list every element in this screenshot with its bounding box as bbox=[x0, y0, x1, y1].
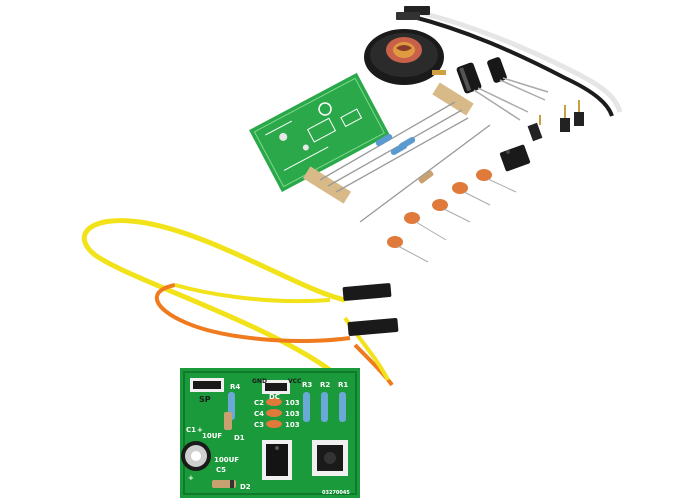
label-gnd: GND bbox=[252, 378, 267, 385]
cap-code-2: 103 bbox=[285, 410, 300, 418]
yellow-orange-wires bbox=[81, 218, 399, 387]
label-c3: C3 bbox=[254, 421, 264, 429]
ic-and-headers bbox=[499, 100, 584, 172]
label-d1: D1 bbox=[234, 434, 245, 442]
jumper-wire-top bbox=[396, 6, 623, 117]
label-c5-value: 100UF bbox=[214, 456, 239, 464]
label-c2: C2 bbox=[254, 399, 264, 407]
label-c1-value: 10UF bbox=[202, 432, 222, 440]
label-c5: C5 bbox=[216, 466, 226, 474]
loose-diode bbox=[359, 124, 491, 223]
board-code: 03270045 bbox=[322, 490, 350, 496]
cap-code-1: 103 bbox=[285, 399, 300, 407]
label-vcc: VCC bbox=[288, 378, 302, 385]
ceramic-capacitors bbox=[387, 169, 517, 263]
bare-pcb bbox=[249, 72, 390, 192]
label-plus-c1: + bbox=[197, 426, 203, 434]
label-sp: SP bbox=[199, 395, 211, 404]
label-r1: R1 bbox=[338, 381, 348, 389]
label-c1: C1 bbox=[186, 426, 196, 434]
assembled-pcb: SP R4 GND VCC DC R3 R2 R1 C2 C4 C3 103 1… bbox=[180, 368, 360, 498]
label-dc: DC bbox=[269, 393, 280, 401]
label-r3: R3 bbox=[302, 381, 312, 389]
label-r4: R4 bbox=[230, 383, 240, 391]
label-plus-c5: + bbox=[188, 474, 194, 482]
resistor-strip bbox=[302, 82, 474, 204]
label-d2: D2 bbox=[240, 483, 251, 491]
loose-electrolytic-capacitors bbox=[456, 57, 549, 121]
speaker bbox=[364, 29, 446, 85]
cap-code-3: 103 bbox=[285, 421, 300, 429]
label-r2: R2 bbox=[320, 381, 330, 389]
label-c4: C4 bbox=[254, 410, 264, 418]
